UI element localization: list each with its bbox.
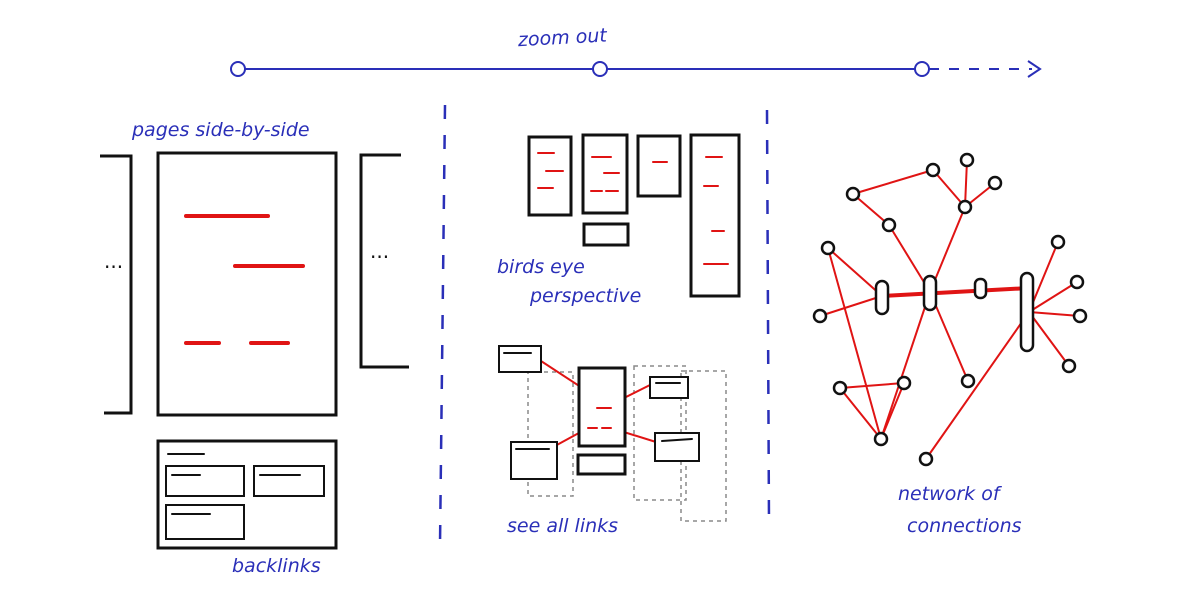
network-node — [1072, 308, 1088, 324]
edge — [827, 247, 882, 440]
network-label-line-2: connections — [907, 515, 1022, 537]
zoom-timeline: zoom out — [230, 24, 1042, 78]
network-node — [960, 373, 976, 389]
zoom-out-label: zoom out — [516, 24, 608, 51]
network-hub-4 — [1019, 271, 1035, 353]
thumbnail-page-3 — [636, 134, 682, 198]
ghost-page-2 — [633, 365, 687, 501]
network-nodes — [812, 152, 1088, 467]
thumbnail-page-5 — [582, 222, 630, 247]
network-label-line-1: network of — [898, 483, 1003, 505]
network-hub-1 — [874, 279, 890, 316]
network-hub-3 — [973, 277, 988, 300]
timeline-stop-network — [914, 61, 930, 77]
edge — [1028, 311, 1081, 317]
section-divider-left — [438, 104, 447, 546]
see-all-links-label: see all links — [507, 515, 618, 537]
section-divider-right — [765, 109, 771, 526]
network-node — [896, 375, 912, 391]
linked-card-5 — [576, 453, 627, 476]
next-page-edge — [359, 153, 409, 369]
network-node — [820, 240, 836, 256]
linked-card-2 — [649, 376, 689, 399]
edge — [819, 295, 883, 317]
network-hub-2 — [922, 274, 938, 312]
linked-card-4 — [654, 432, 700, 462]
timeline-arrowhead — [1027, 60, 1042, 78]
birds-eye-label-line-1: birds eye — [497, 256, 585, 278]
network-node — [1061, 358, 1077, 374]
backlink-card-3 — [165, 504, 245, 540]
edge — [827, 247, 883, 297]
edge — [852, 193, 890, 226]
edge — [839, 382, 905, 389]
all-links-sketch — [498, 345, 727, 522]
panel-pages-side-by-side: pages side-by-side ... ... backlinks — [100, 119, 409, 577]
backlinks-label: backlinks — [232, 555, 321, 577]
edge — [852, 169, 934, 195]
network-node — [987, 175, 1003, 191]
network-node — [812, 308, 828, 324]
ghost-page-1 — [527, 371, 574, 497]
edge — [964, 159, 968, 208]
network-node — [832, 380, 848, 396]
linked-card-1 — [498, 345, 542, 373]
network-edges — [819, 159, 1081, 460]
panel-birds-eye: birds eye perspective see al — [497, 133, 741, 537]
network-node — [881, 217, 897, 233]
edge — [1028, 281, 1078, 313]
current-page — [156, 151, 338, 417]
linked-card-3 — [510, 441, 558, 480]
backlink-card-1 — [165, 465, 245, 497]
previous-page-edge — [100, 154, 133, 415]
network-node — [959, 152, 975, 168]
panel-network: network of connections — [812, 152, 1088, 537]
edge — [839, 387, 882, 440]
previous-pages-ellipsis: ... — [104, 249, 123, 273]
timeline-stop-birds-eye — [592, 61, 608, 77]
network-node — [1069, 274, 1085, 290]
network-node — [957, 199, 973, 215]
backlink-card-2 — [253, 465, 325, 497]
network-node — [845, 186, 861, 202]
network-node — [873, 431, 889, 447]
pages-side-by-side-label: pages side-by-side — [131, 119, 310, 141]
main-chain-edge — [880, 286, 1031, 298]
network-node — [925, 162, 941, 178]
edge — [932, 169, 966, 208]
edge — [925, 311, 1030, 460]
birds-eye-label-line-2: perspective — [529, 285, 641, 307]
thumbnail-page-4 — [689, 133, 741, 298]
next-pages-ellipsis: ... — [370, 239, 389, 263]
network-node — [1050, 234, 1066, 250]
edge — [880, 291, 931, 440]
network-node — [918, 451, 934, 467]
linked-card-4-text — [661, 438, 693, 442]
edge — [1028, 311, 1070, 367]
timeline-stop-pages — [230, 61, 246, 77]
thumbnail-page-1 — [527, 135, 573, 217]
